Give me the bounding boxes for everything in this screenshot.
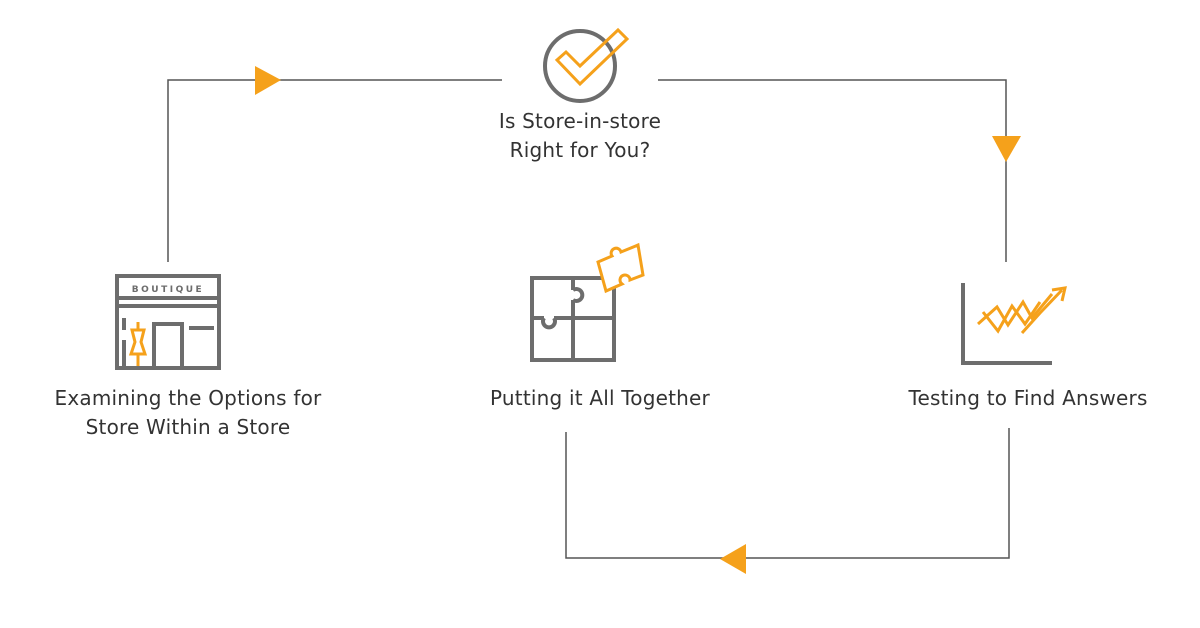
connector-lines [167,79,1010,559]
step-label-check: Is Store-in-store Right for You? [480,107,680,165]
arrow-right-icon [255,66,281,95]
step-label-line: Store Within a Store [85,415,291,439]
boutique-sign-text: BOUTIQUE [132,285,204,295]
connector-check-to-testing [658,79,1007,262]
step-label-options: Examining the Options for Store Within a… [28,384,348,442]
arrow-left-icon [720,544,746,574]
step-label-line: Right for You? [509,138,651,162]
trend-chart-icon [961,283,1067,365]
mannequin-icon [128,322,148,366]
step-label-line: Testing to Find Answers [908,386,1148,410]
step-label-line: Is Store-in-store [498,109,662,133]
connector-testing-to-together [565,428,1010,559]
step-label-line: Examining the Options for [54,386,322,410]
step-label-testing: Testing to Find Answers [878,384,1178,413]
arrow-down-icon [992,136,1021,162]
checkmark-circle-icon [543,27,630,103]
connector-options-to-check [167,79,502,262]
step-label-line: Putting it All Together [490,386,710,410]
puzzle-icon [530,276,616,362]
puzzle-piece-icon [596,242,645,294]
step-label-together: Putting it All Together [450,384,750,413]
boutique-storefront-icon [115,274,221,370]
